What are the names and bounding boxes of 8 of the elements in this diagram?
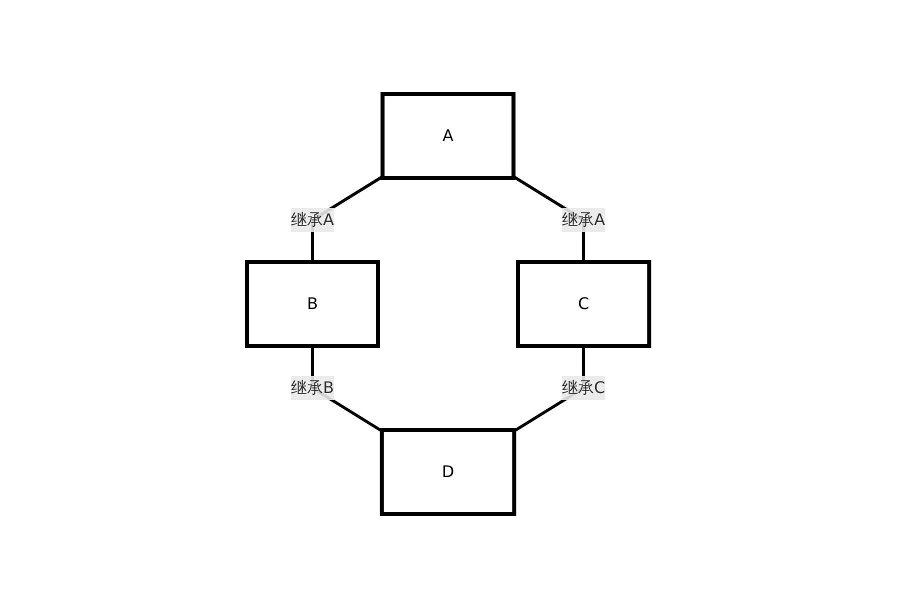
edge-label: 继承A bbox=[562, 210, 606, 229]
node-box: D bbox=[380, 428, 517, 516]
node-box: A bbox=[380, 92, 516, 180]
edge-label: 继承B bbox=[291, 378, 334, 397]
node-box: B bbox=[245, 260, 380, 348]
edge-label: 继承C bbox=[562, 378, 606, 397]
edge-label: 继承A bbox=[291, 210, 334, 229]
node-box: C bbox=[516, 260, 652, 348]
